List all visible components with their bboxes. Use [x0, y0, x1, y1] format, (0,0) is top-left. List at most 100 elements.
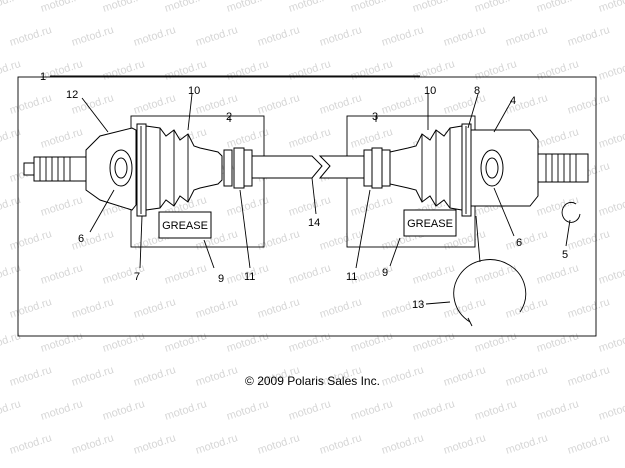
- watermark-text: motod.ru: [566, 296, 611, 321]
- watermark-text: motod.ru: [225, 398, 270, 423]
- watermark-text: motod.ru: [256, 296, 301, 321]
- watermark-text: motod.ru: [380, 24, 425, 49]
- watermark-text: motod.ru: [287, 0, 332, 15]
- watermark-text: motod.ru: [566, 228, 611, 253]
- watermark-text: motod.ru: [473, 58, 518, 83]
- callout-8: 8: [474, 85, 480, 97]
- watermark-text: motod.ru: [504, 228, 549, 253]
- watermark-text: motod.ru: [39, 330, 84, 355]
- watermark-text: motod.ru: [132, 296, 177, 321]
- leader-lines: [50, 75, 571, 305]
- copyright-notice: © 2009 Polaris Sales Inc.: [245, 374, 380, 388]
- watermark-text: motod.ru: [473, 330, 518, 355]
- watermark-text: motod.ru: [597, 194, 625, 219]
- right-outer-clamp: [461, 123, 472, 217]
- callout-1: 1: [40, 71, 46, 83]
- watermark-text: motod.ru: [225, 126, 270, 151]
- watermark-text: motod.ru: [70, 432, 115, 457]
- watermark-text: motod.ru: [225, 194, 270, 219]
- watermark-text: motod.ru: [39, 126, 84, 151]
- watermark-text: motod.ru: [504, 24, 549, 49]
- watermark-text: motod.ru: [225, 330, 270, 355]
- callout-5: 5: [562, 249, 568, 261]
- right-boot: [389, 125, 463, 211]
- watermark-text: motod.ru: [597, 330, 625, 355]
- watermark-text: motod.ru: [256, 228, 301, 253]
- watermark-text: motod.ru: [132, 432, 177, 457]
- watermark-text: motod.ru: [380, 432, 425, 457]
- left-boot: [145, 125, 223, 211]
- callout-9-left: 9: [218, 273, 224, 285]
- watermark-text: motod.ru: [597, 126, 625, 151]
- watermark-text: motod.ru: [318, 296, 363, 321]
- watermark-text: motod.ru: [39, 0, 84, 15]
- watermark-text: motod.ru: [287, 398, 332, 423]
- watermark-text: motod.ru: [597, 58, 625, 83]
- watermark-text: motod.ru: [0, 58, 22, 83]
- watermark-text: motod.ru: [256, 24, 301, 49]
- watermark-text: motod.ru: [411, 0, 456, 15]
- watermark-text: motod.ru: [287, 58, 332, 83]
- callout-11-right: 11: [346, 271, 357, 283]
- grease-box-left: [158, 211, 212, 239]
- watermark-text: motod.ru: [287, 194, 332, 219]
- watermark-text: motod.ru: [0, 398, 22, 423]
- watermark-text: motod.ru: [194, 296, 239, 321]
- watermark-text: motod.ru: [163, 0, 208, 15]
- watermark-text: motod.ru: [39, 262, 84, 287]
- watermark-text: motod.ru: [442, 432, 487, 457]
- watermark-text: motod.ru: [442, 296, 487, 321]
- watermark-text: motod.ru: [535, 194, 580, 219]
- watermark-text: motod.ru: [349, 126, 394, 151]
- watermark-text: motod.ru: [318, 92, 363, 117]
- watermark-text: motod.ru: [473, 262, 518, 287]
- grease-label-right: GREASE: [407, 218, 453, 230]
- watermark-text: motod.ru: [101, 398, 146, 423]
- callout-10-right: 10: [424, 85, 436, 97]
- watermark-text: motod.ru: [349, 330, 394, 355]
- watermark-text: motod.ru: [349, 398, 394, 423]
- callout-2: 2: [226, 111, 232, 123]
- watermark-text: motod.ru: [380, 92, 425, 117]
- watermark-text: motod.ru: [8, 296, 53, 321]
- watermark-text: motod.ru: [8, 432, 53, 457]
- watermark-text: motod.ru: [442, 24, 487, 49]
- watermark-text: motod.ru: [411, 262, 456, 287]
- watermark-text: motod.ru: [504, 296, 549, 321]
- watermark-text: motod.ru: [411, 398, 456, 423]
- callout-11-left: 11: [244, 271, 255, 283]
- watermark-text: motod.ru: [597, 262, 625, 287]
- watermark-text: motod.ru: [256, 92, 301, 117]
- watermark-text: motod.ru: [535, 58, 580, 83]
- callout-4: 4: [510, 95, 516, 107]
- watermark-text: motod.ru: [473, 0, 518, 15]
- watermark-text: motod.ru: [535, 0, 580, 15]
- callout-6-right: 6: [516, 237, 522, 249]
- watermark-text: motod.ru: [0, 126, 22, 151]
- left-cv-joint: [23, 127, 137, 211]
- callout-12: 12: [66, 89, 78, 101]
- watermark-text: motod.ru: [163, 330, 208, 355]
- watermark-text: motod.ru: [194, 92, 239, 117]
- watermark-text: motod.ru: [39, 398, 84, 423]
- callout-10-left: 10: [188, 85, 200, 97]
- watermark-text: motod.ru: [318, 432, 363, 457]
- watermark-text: motod.ru: [8, 92, 53, 117]
- watermark-text: motod.ru: [349, 0, 394, 15]
- watermark-text: motod.ru: [132, 24, 177, 49]
- watermark-text: motod.ru: [8, 228, 53, 253]
- watermark-text: motod.ru: [318, 228, 363, 253]
- watermark-text: motod.ru: [442, 92, 487, 117]
- callout-13: 13: [412, 299, 424, 311]
- watermark-text: motod.ru: [194, 24, 239, 49]
- watermark-text: motod.ru: [225, 58, 270, 83]
- watermark-text: motod.ru: [287, 330, 332, 355]
- right-inner-clamp: [363, 147, 391, 189]
- callout-3: 3: [372, 111, 378, 123]
- right-cv-joint: [470, 129, 589, 207]
- watermark-text: motod.ru: [70, 296, 115, 321]
- watermark-text: motod.ru: [101, 0, 146, 15]
- watermark-text: motod.ru: [0, 262, 22, 287]
- watermark-text: motod.ru: [566, 432, 611, 457]
